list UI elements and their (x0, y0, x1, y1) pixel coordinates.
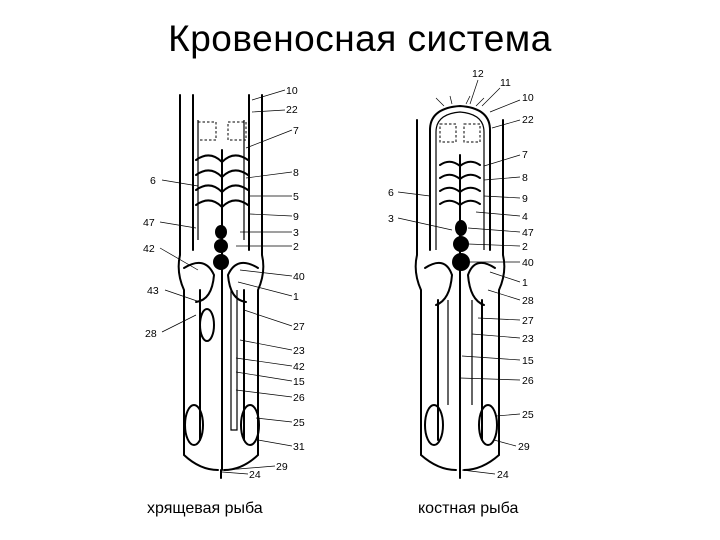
label-r-28: 28 (522, 295, 534, 307)
label-l-43: 43 (147, 285, 159, 297)
label-l-2: 2 (293, 241, 299, 253)
label-r-4: 4 (522, 211, 528, 223)
label-l-23: 23 (293, 345, 305, 357)
right-head-ticks (435, 95, 485, 107)
label-r-8: 8 (522, 172, 528, 184)
left-loop-r (226, 261, 259, 303)
left-subintestinal (230, 290, 238, 431)
label-l-6: 6 (150, 175, 156, 187)
right-gill-box-2 (463, 123, 481, 143)
label-l-28: 28 (145, 328, 157, 340)
label-l-9: 9 (293, 211, 299, 223)
left-lateral-veins (199, 289, 245, 441)
left-heart-chamber-2 (214, 239, 228, 253)
label-r-3: 3 (388, 213, 394, 225)
label-r-27: 27 (522, 315, 534, 327)
right-head-outline (429, 104, 491, 251)
right-leaders-right (459, 79, 521, 475)
right-leaders-left (397, 191, 453, 231)
label-l-3: 3 (293, 227, 299, 239)
label-r-12: 12 (472, 68, 484, 80)
label-l-26: 26 (293, 392, 305, 404)
left-loop-l (183, 261, 216, 303)
label-l-5: 5 (293, 191, 299, 203)
label-r-40: 40 (522, 257, 534, 269)
label-l-22: 22 (286, 104, 298, 116)
right-loop-l (424, 261, 454, 306)
caption-bony-fish: костная рыба (418, 500, 519, 517)
label-r-7: 7 (522, 149, 528, 161)
label-l-42b: 42 (143, 243, 155, 255)
label-r-23: 23 (522, 333, 534, 345)
label-r-25: 25 (522, 409, 534, 421)
left-outer-vessel-r (223, 94, 265, 471)
label-r-10: 10 (522, 92, 534, 104)
right-heart-chamber-1 (455, 220, 467, 236)
label-r-6: 6 (388, 187, 394, 199)
label-r-1: 1 (522, 277, 528, 289)
label-l-24: 24 (249, 469, 261, 481)
label-l-7: 7 (293, 125, 299, 137)
label-r-9: 9 (522, 193, 528, 205)
label-r-47: 47 (522, 227, 534, 239)
label-r-26: 26 (522, 375, 534, 387)
slide-title: Кровеносная система (168, 18, 552, 59)
label-r-11: 11 (500, 77, 511, 89)
label-l-15: 15 (293, 376, 305, 388)
label-l-8: 8 (293, 167, 299, 179)
left-leaders-left (159, 179, 201, 333)
left-gill-box-1 (197, 121, 217, 141)
right-lateral-veins (437, 299, 483, 441)
right-loop-r (466, 261, 496, 306)
label-r-29: 29 (518, 441, 530, 453)
label-l-31: 31 (293, 441, 305, 453)
left-gill-box-2 (227, 121, 247, 141)
label-l-27: 27 (293, 321, 305, 333)
right-gill-box-1 (439, 123, 457, 143)
left-upper-organ-1 (199, 308, 215, 342)
left-leaders-right (221, 89, 293, 475)
label-r-24: 24 (497, 469, 509, 481)
label-l-10: 10 (286, 85, 298, 97)
label-r-15: 15 (522, 355, 534, 367)
label-l-40: 40 (293, 271, 305, 283)
right-heart-chamber-3 (452, 253, 470, 271)
right-inner-veins (447, 300, 473, 405)
left-lower-organ-1 (184, 404, 204, 446)
label-l-42: 42 (293, 361, 305, 373)
left-heart-chamber-3 (213, 254, 229, 270)
left-lower-organ-2 (240, 404, 260, 446)
label-r-22: 22 (522, 114, 534, 126)
right-heart-chamber-2 (453, 236, 469, 252)
label-l-1: 1 (293, 291, 299, 303)
left-heart-chamber-1 (215, 225, 227, 239)
right-head-inner (435, 111, 485, 250)
cartilaginous-fish-diagram: 10 22 7 8 5 9 3 2 40 1 27 23 42 15 26 25… (143, 85, 305, 481)
caption-cartilaginous-fish: хрящевая рыба (147, 500, 263, 517)
label-l-29: 29 (276, 461, 288, 473)
label-l-47: 47 (143, 217, 155, 229)
right-lower-organ-1 (424, 404, 444, 446)
label-l-25: 25 (293, 417, 305, 429)
right-outer-vessel-l (414, 119, 457, 471)
bony-fish-diagram: 12 11 10 22 7 8 9 4 47 2 40 1 28 27 23 1… (388, 68, 534, 481)
label-r-2: 2 (522, 241, 528, 253)
right-lower-organ-2 (478, 404, 498, 446)
left-outer-vessel-l (177, 94, 219, 471)
